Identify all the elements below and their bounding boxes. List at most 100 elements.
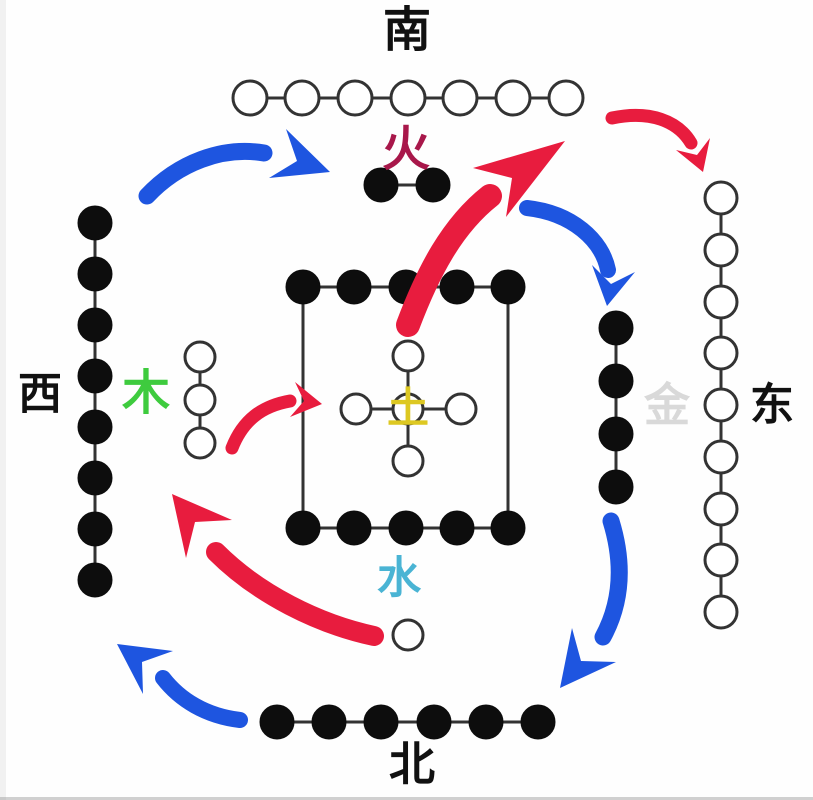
white-dot: [703, 491, 739, 527]
white-dot: [339, 392, 373, 426]
label-fire: 火: [382, 121, 430, 177]
label-water: 水: [377, 553, 422, 604]
black-dot: [598, 363, 634, 399]
black-dot: [77, 205, 113, 241]
black-dot: [311, 704, 347, 740]
page-edge-bottom: [0, 797, 813, 800]
arrow-body: [225, 394, 297, 455]
earth-five-white-cross-dots: [339, 339, 478, 478]
south-seven-white-dots: [231, 79, 585, 117]
white-dot: [336, 79, 374, 117]
label-earth: 土: [387, 384, 429, 433]
blue-arrow-north-to-west: [117, 644, 248, 728]
white-dot: [703, 594, 739, 630]
white-dot: [391, 392, 425, 426]
label-west: 西: [18, 369, 62, 420]
label-metal: 金: [643, 378, 691, 432]
red-arrow-earth-to-fire: [396, 141, 565, 337]
arrow-body: [605, 108, 698, 150]
label-wood: 木: [122, 365, 170, 421]
black-dot: [77, 409, 113, 445]
white-dot: [391, 444, 425, 478]
white-dot: [703, 542, 739, 578]
red-arrow-wood-to-earth: [225, 382, 322, 455]
black-dot: [77, 307, 113, 343]
white-dot: [389, 79, 427, 117]
arrow-head: [290, 382, 322, 417]
white-dot: [183, 340, 217, 374]
black-dot: [285, 269, 321, 305]
arrow-body: [206, 542, 384, 646]
arrow-body: [396, 184, 502, 337]
black-dot: [336, 269, 372, 305]
white-dot: [283, 79, 321, 117]
dots-layer: [77, 79, 739, 740]
metal-four-black-dots: [598, 310, 634, 505]
black-dot: [336, 510, 372, 546]
wood-three-white-dots: [183, 340, 217, 460]
black-dot: [388, 510, 424, 546]
arrow-body: [138, 142, 273, 205]
white-dot: [703, 284, 739, 320]
black-dot: [363, 167, 399, 203]
white-dot: [183, 426, 217, 460]
black-dot: [598, 310, 634, 346]
earth-square-bottom-five-black-dots: [285, 510, 526, 546]
arrow-body: [594, 512, 628, 646]
white-dot: [703, 335, 739, 371]
arrow-head: [473, 141, 565, 217]
white-dot: [703, 439, 739, 475]
page-edge-left: [0, 0, 6, 800]
label-north: 北: [389, 737, 435, 791]
arrow-head: [172, 494, 232, 558]
blue-arrow-south-to-metal: [519, 200, 635, 306]
black-dot: [77, 511, 113, 547]
black-dot: [490, 269, 526, 305]
white-dot: [441, 79, 479, 117]
white-dot: [231, 79, 269, 117]
arrow-head: [117, 644, 173, 694]
black-dot: [490, 510, 526, 546]
white-dot: [183, 383, 217, 417]
white-dot: [391, 339, 425, 373]
arrows-layer: [117, 108, 710, 728]
black-dot: [77, 358, 113, 394]
white-dot: [444, 392, 478, 426]
black-dot: [363, 704, 399, 740]
blue-arrow-metal-to-north: [560, 512, 628, 688]
black-dot: [520, 704, 556, 740]
white-dot: [703, 232, 739, 268]
arrow-head: [269, 129, 330, 178]
white-dot: [703, 387, 739, 423]
arrow-head: [592, 265, 635, 306]
blue-arrow-west-to-south: [138, 129, 330, 205]
west-eight-black-dots: [77, 205, 113, 598]
label-south: 南: [383, 2, 431, 58]
arrow-head: [560, 628, 616, 688]
white-dot: [494, 79, 532, 117]
black-dot: [77, 460, 113, 496]
white-dot: [391, 618, 425, 652]
arrow-head: [676, 138, 710, 172]
white-dot: [547, 79, 585, 117]
fire-two-black-dots: [363, 167, 451, 203]
arrow-body: [519, 200, 616, 278]
black-dot: [77, 256, 113, 292]
white-dot: [703, 180, 739, 216]
black-dot: [439, 510, 475, 546]
black-dot: [468, 704, 504, 740]
arrow-body: [155, 670, 248, 728]
black-dot: [598, 416, 634, 452]
black-dot: [77, 562, 113, 598]
black-dot: [285, 510, 321, 546]
black-dot: [415, 167, 451, 203]
labels-layer: 南火西 木 金 东 土水北: [18, 2, 794, 791]
black-dot: [416, 704, 452, 740]
water-one-white-dot: [391, 618, 425, 652]
black-dot: [439, 269, 475, 305]
black-dot: [598, 469, 634, 505]
label-east: 东: [750, 380, 794, 431]
red-arrow-south-to-east: [605, 108, 710, 172]
